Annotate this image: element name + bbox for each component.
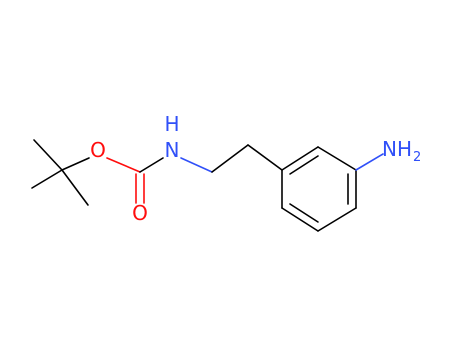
ring-bond-1 <box>281 146 319 171</box>
carbamate-group <box>106 157 164 204</box>
ring-inner-bond-1 <box>289 155 319 175</box>
carbonyl-oxygen-label: O <box>132 201 148 225</box>
ethyl-linker <box>180 144 283 173</box>
bond-ch2-ring <box>247 144 283 171</box>
bond-tbu-c-me2 <box>31 169 63 189</box>
amide-hydrogen-label: H <box>164 112 179 136</box>
ring-bond-4 <box>317 207 357 232</box>
bond-carbonyl-c-n <box>139 157 164 173</box>
bond-n-ch2 <box>180 157 213 173</box>
amine-label: NH <box>382 137 412 161</box>
ester-oxygen-label: O <box>90 138 106 162</box>
bond-ch2-ch2 <box>211 144 249 173</box>
tert-butyl-group <box>31 139 90 206</box>
bond-tbu-c-o <box>61 157 90 171</box>
bond-o-carbonyl-c <box>106 157 141 173</box>
bond-tbu-c-me1 <box>33 139 63 171</box>
ring-inner-bond-3 <box>289 203 319 223</box>
benzene-ring <box>281 146 357 232</box>
amine-subscript-label: 2 <box>413 150 421 165</box>
amide-nitrogen-label: N <box>165 138 180 162</box>
ring-bond-2 <box>317 146 357 171</box>
bond-tbu-c-me3 <box>61 169 89 206</box>
ring-bond-5 <box>281 207 319 232</box>
bond-ring-nh2 <box>355 153 384 171</box>
